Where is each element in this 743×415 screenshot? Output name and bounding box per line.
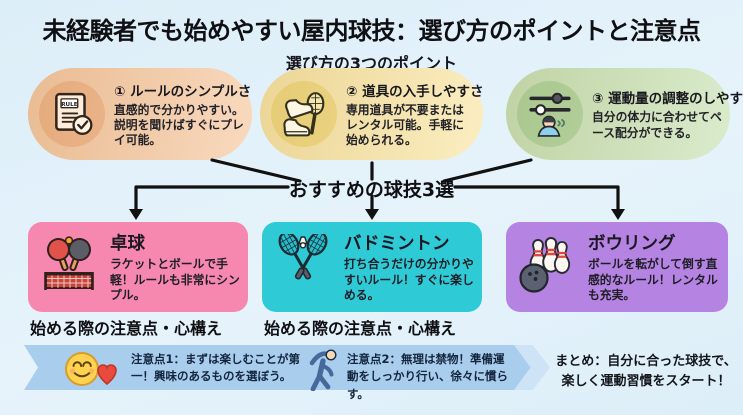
sport-2-name: バドミントン bbox=[344, 234, 450, 255]
point-2-title: ② 道具の入手しやすさ bbox=[346, 83, 484, 100]
caution-1-text: 注意点1：まずは楽しむことが第一！興味のあるものを選ぼう。 bbox=[131, 352, 300, 384]
point-1-title: ① ルールのシンプルさ bbox=[114, 83, 252, 100]
caution-2-text: 注意点2：無理は禁物！準備運動をしっかり行い、徐々に慣らす。 bbox=[347, 352, 508, 401]
point-bubble-3: ③ 運動量の調整のしやすさ 自分の体力に合わせてペース配分ができる。 bbox=[506, 68, 743, 160]
svg-text:RULE: RULE bbox=[61, 102, 77, 108]
sport-3-desc: ボールを転がして倒す直感的なルール！レンタルも充実。 bbox=[588, 257, 718, 303]
smiley-heart-icon bbox=[62, 350, 128, 394]
caution-heading-right: 始める際の注意点・心構え bbox=[264, 319, 457, 338]
sport-1-desc: ラケットとボールで手軽！ルールも非常にシンプル。 bbox=[110, 257, 240, 303]
point-3-body: 自分の体力に合わせてペース配分ができる。 bbox=[592, 110, 722, 140]
caution-heading-left: 始める際の注意点・心構え bbox=[30, 319, 223, 338]
page-title: 未経験者でも始めやすい屋内球技：選び方のポイントと注意点 bbox=[42, 17, 702, 45]
point-3-title: ③ 運動量の調整のしやすさ bbox=[592, 91, 743, 108]
sport-3-name: ボウリング bbox=[588, 234, 676, 255]
badminton-icon bbox=[272, 231, 334, 300]
point-2-body: 専用道具が不要またはレンタル可能。手軽に始められる。 bbox=[346, 102, 464, 148]
sport-card-badminton: バドミントン 打ち合うだけの分かりやすいルール！すぐに楽しめる。 bbox=[262, 222, 482, 312]
sport-card-bowling: ボウリング ボールを転がして倒す直感的なルール！レンタルも充実。 bbox=[506, 222, 728, 312]
sport-2-desc: 打ち合うだけの分かりやすいルール！すぐに楽しめる。 bbox=[344, 257, 474, 303]
summary-line-1: まとめ：自分に合った球技で、 bbox=[555, 354, 737, 369]
stretching-person-icon bbox=[303, 347, 345, 395]
sport-card-table-tennis: 卓球 ラケットとボールで手軽！ルールも非常にシンプル。 bbox=[28, 222, 248, 312]
rulebook-check-icon: RULE bbox=[39, 81, 105, 147]
shoes-racket-icon bbox=[271, 81, 337, 147]
table-tennis-icon bbox=[38, 234, 100, 300]
summary-line-2: 楽しく運動習慣をスタート！ bbox=[561, 374, 731, 390]
slider-person-icon bbox=[517, 81, 583, 147]
point-bubble-1: RULE ① ルールのシンプルさ 直感的で分かりやすい。説明を聞けばすぐにプレイ… bbox=[28, 68, 252, 160]
recommend-heading: おすすめの球技3選 bbox=[288, 179, 455, 201]
point-bubble-2: ② 道具の入手しやすさ 専用道具が不要またはレンタル可能。手軽に始められる。 bbox=[260, 68, 484, 160]
summary-text: まとめ：自分に合った球技で、 楽しく運動習慣をスタート！ bbox=[550, 352, 742, 392]
point-1-body: 直感的で分かりやすい。説明を聞けばすぐにプレイ可能。 bbox=[114, 102, 244, 148]
sport-1-name: 卓球 bbox=[110, 234, 145, 255]
bowling-icon bbox=[516, 234, 578, 300]
